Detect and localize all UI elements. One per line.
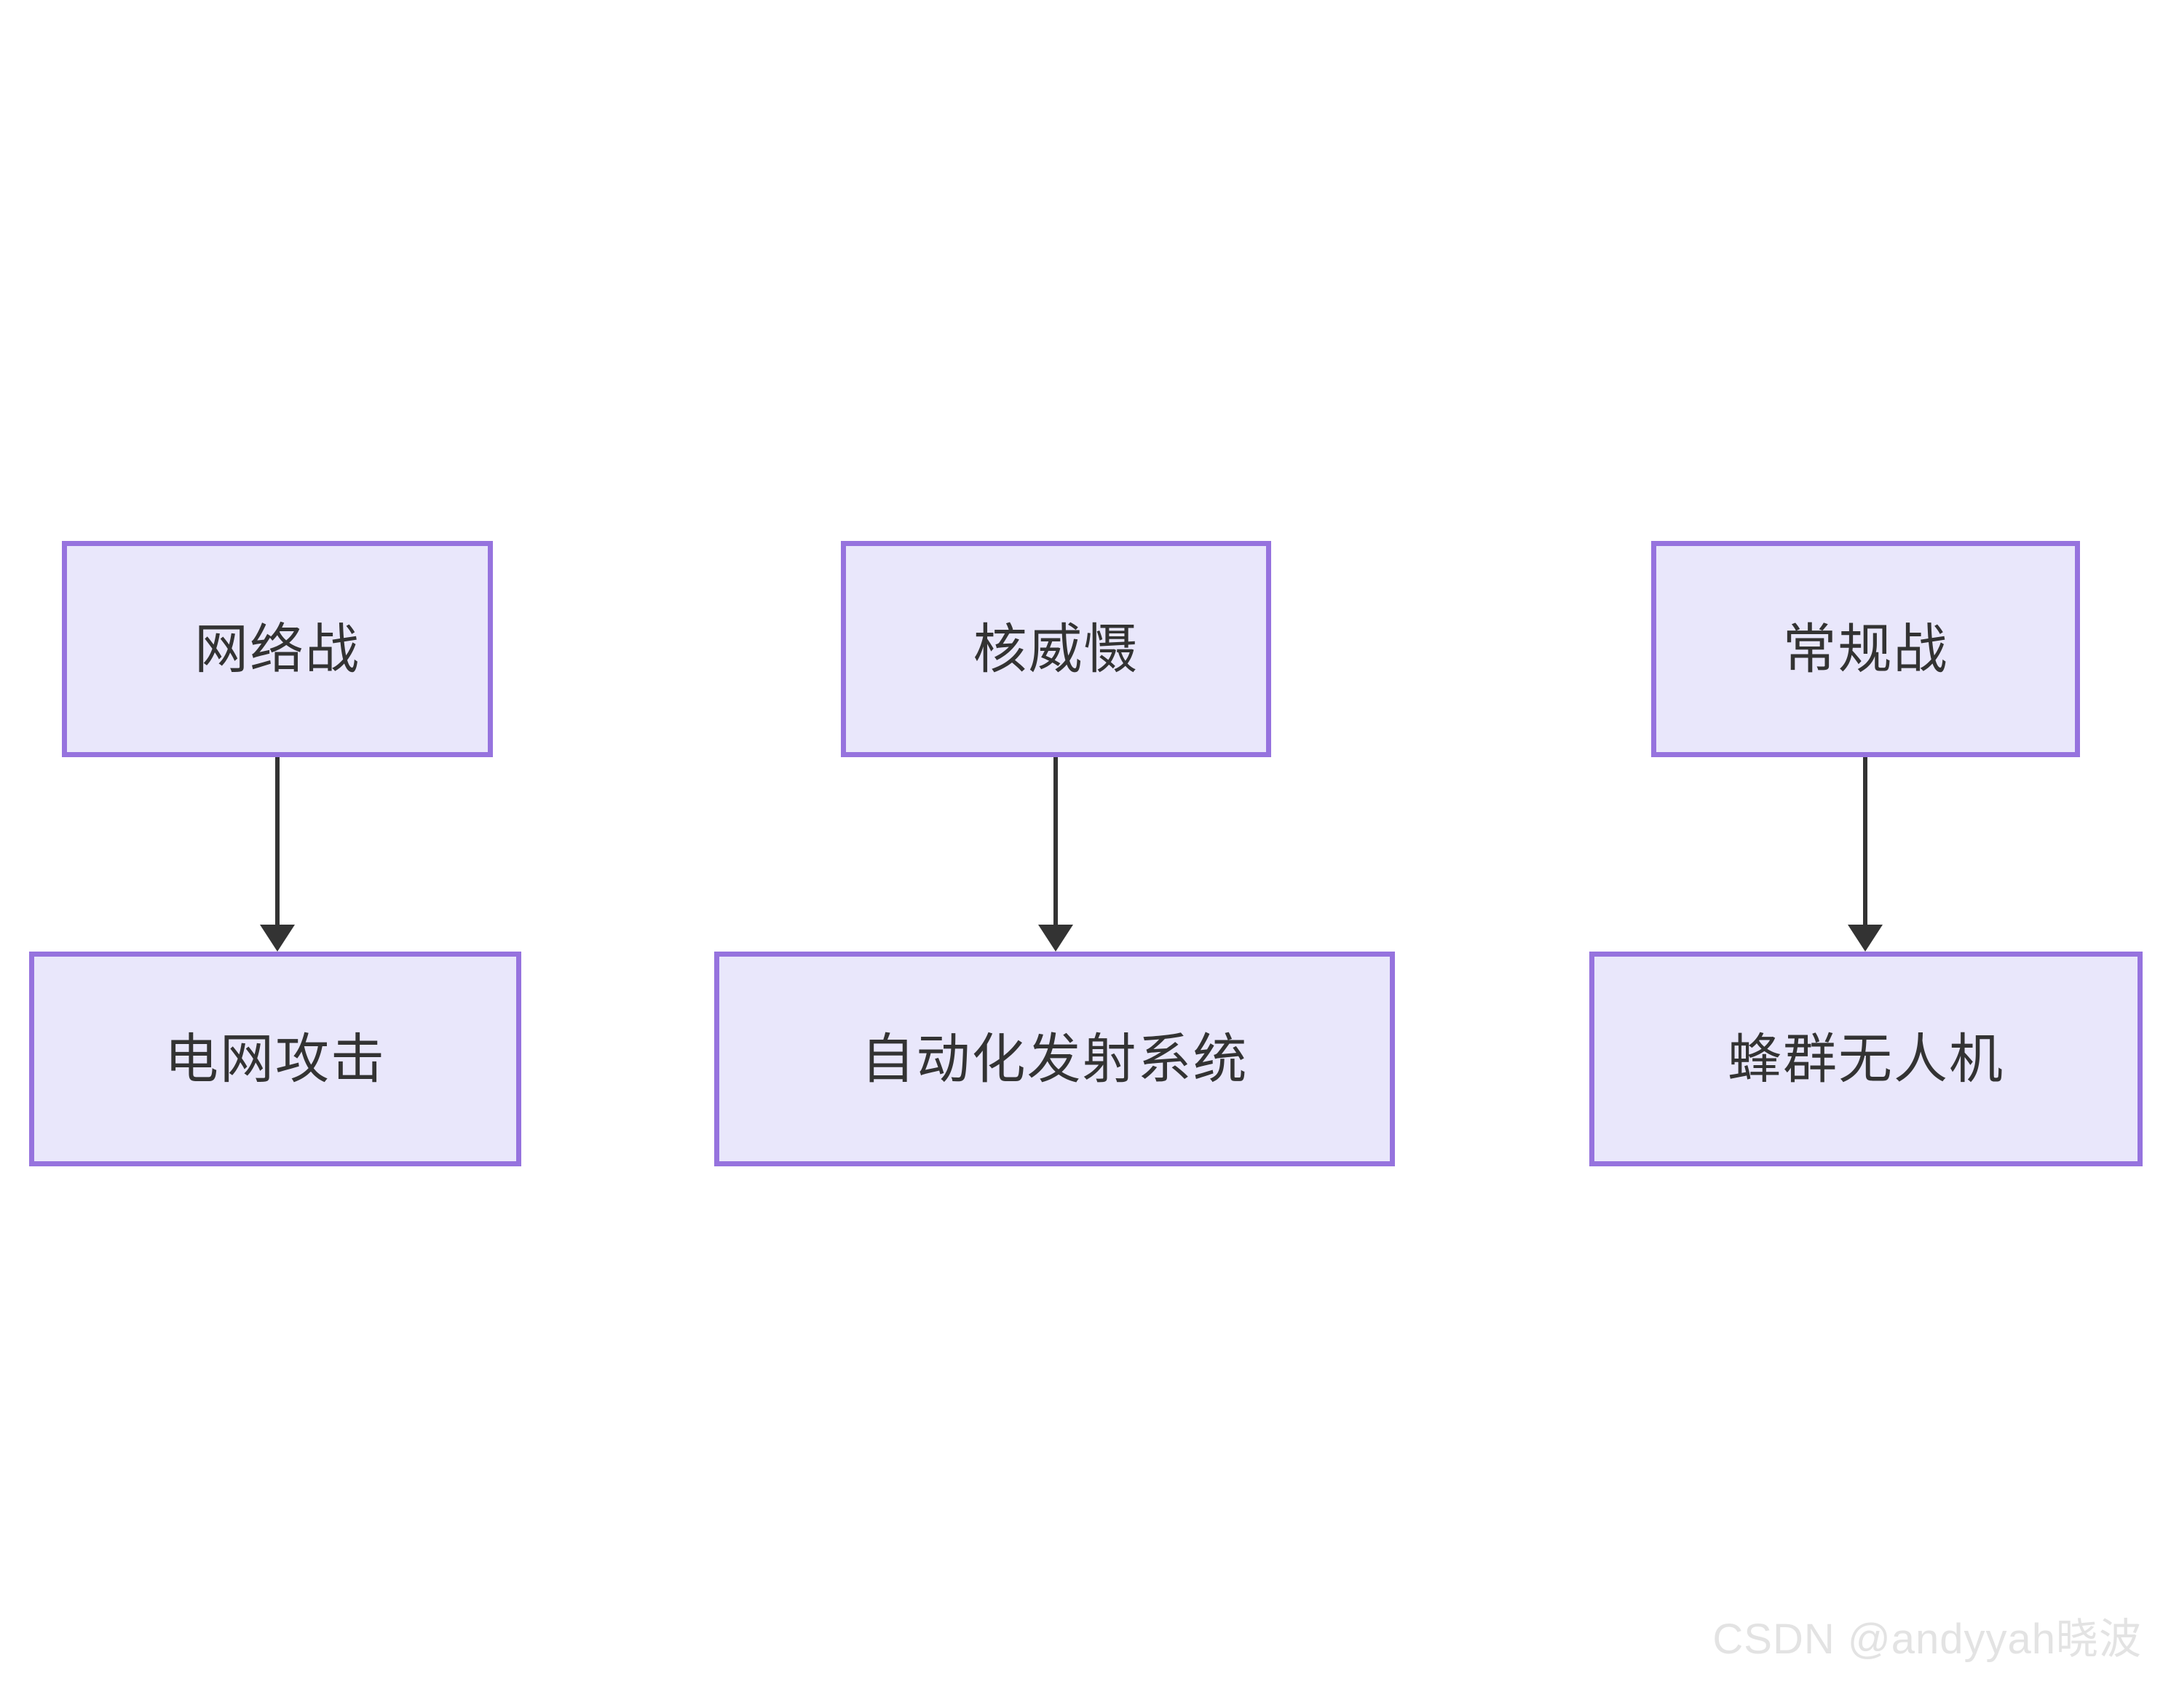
node-conventional[interactable]: 常规战 (1651, 541, 2080, 757)
node-gridattack[interactable]: 电网攻击 (29, 952, 521, 1166)
watermark: CSDN @andyyah晓波 (1712, 1616, 2142, 1663)
node-cyberwar[interactable]: 网络战 (62, 541, 493, 757)
node-label: 电网攻击 (165, 1028, 386, 1089)
node-label: 网络战 (194, 618, 360, 679)
node-label: 自动化发射系统 (861, 1028, 1249, 1089)
node-autolaunch[interactable]: 自动化发射系统 (714, 952, 1395, 1166)
node-swarmdrone[interactable]: 蜂群无人机 (1589, 952, 2143, 1166)
edge-nuclear-to-autolaunch (1038, 757, 1073, 952)
node-label: 蜂群无人机 (1728, 1028, 2004, 1089)
node-nuclear[interactable]: 核威慑 (841, 541, 1271, 757)
edge-cyberwar-to-gridattack (260, 757, 295, 952)
node-label: 常规战 (1782, 618, 1949, 679)
node-label: 核威慑 (973, 618, 1139, 679)
edge-conventional-to-swarmdrone (1848, 757, 1883, 952)
